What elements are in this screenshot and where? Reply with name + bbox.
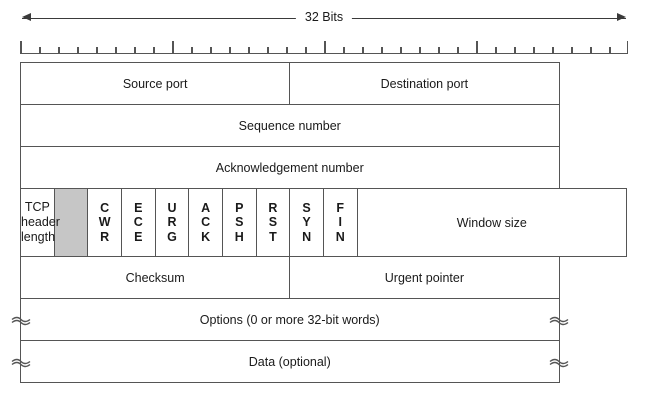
flag-ack-letter-3: K xyxy=(201,229,211,244)
ruler-tick xyxy=(172,41,174,54)
flag-fin: F I N xyxy=(322,188,358,257)
row-data: Data (optional) xyxy=(11,340,627,383)
arrow-head-right-icon xyxy=(617,13,626,21)
ruler-tick xyxy=(191,47,193,54)
row-acknowledgement-number: Acknowledgement number xyxy=(20,146,627,189)
field-checksum: Checksum xyxy=(19,256,291,299)
flag-psh-letter-1: P xyxy=(235,201,244,216)
bit-width-arrow: 32 Bits xyxy=(22,8,626,28)
ruler-tick xyxy=(571,47,573,54)
flag-rst-letter-3: T xyxy=(269,229,277,244)
flag-cwr-letter-3: R xyxy=(100,229,110,244)
ruler-tick xyxy=(476,41,478,54)
ruler-tick xyxy=(533,47,535,54)
field-destination-port: Destination port xyxy=(289,62,560,105)
field-data: Data (optional) xyxy=(11,340,568,383)
flag-ack: A C K xyxy=(188,188,223,257)
bit-ruler xyxy=(20,38,628,54)
flag-psh-letter-3: H xyxy=(234,229,244,244)
break-mark-right-icon xyxy=(549,358,568,367)
ruler-tick xyxy=(552,47,554,54)
flag-fin-letter-1: F xyxy=(336,201,345,216)
break-mark-left-icon xyxy=(11,316,31,325)
ruler-tick xyxy=(267,47,269,54)
ruler-tick xyxy=(229,47,231,54)
flag-cwr-letter-1: C xyxy=(100,201,110,216)
flag-syn-letter-2: Y xyxy=(302,215,311,230)
ruler-tick xyxy=(153,47,155,54)
field-reserved xyxy=(53,188,89,257)
arrow-head-left-icon xyxy=(22,13,31,21)
flag-ack-letter-1: A xyxy=(201,201,211,216)
field-tcp-header-length: TCP header length xyxy=(20,188,60,257)
ruler-tick xyxy=(400,47,402,54)
flag-urg-letter-2: R xyxy=(167,215,177,230)
flag-ack-letter-2: C xyxy=(201,215,211,230)
flag-urg-letter-1: U xyxy=(167,201,177,216)
ruler-tick xyxy=(77,47,79,54)
flag-rst-letter-1: R xyxy=(268,201,278,216)
ruler-tick xyxy=(495,47,497,54)
ruler-tick xyxy=(286,47,288,54)
ruler-tick xyxy=(305,47,307,54)
flag-rst: R S T xyxy=(255,188,291,257)
flag-syn-letter-1: S xyxy=(302,201,311,216)
ruler-tick xyxy=(609,47,611,54)
tcp-header-length-line-1: TCP xyxy=(24,199,50,214)
tcp-header-table: Source port Destination port Sequence nu… xyxy=(11,62,628,383)
flag-syn: S Y N xyxy=(289,188,324,257)
row-checksum: Checksum Urgent pointer xyxy=(19,256,627,299)
flag-syn-letter-3: N xyxy=(302,229,312,244)
ruler-tick xyxy=(324,41,326,54)
flag-ece: E C E xyxy=(120,188,156,257)
ruler-tick xyxy=(419,47,421,54)
ruler-tick xyxy=(626,41,628,54)
row-sequence-number: Sequence number xyxy=(20,104,627,147)
ruler-tick xyxy=(457,47,459,54)
ruler-tick xyxy=(590,47,592,54)
break-mark-right-icon xyxy=(549,316,568,325)
field-options: Options (0 or more 32-bit words) xyxy=(11,298,568,341)
ruler-tick xyxy=(248,47,250,54)
flag-fin-letter-3: N xyxy=(335,229,345,244)
break-mark-left-icon xyxy=(11,358,31,367)
flag-urg: U R G xyxy=(154,188,190,257)
field-options-label: Options (0 or more 32-bit words) xyxy=(199,312,380,327)
row-options: Options (0 or more 32-bit words) xyxy=(11,298,627,341)
flag-psh-letter-2: S xyxy=(235,215,244,230)
ruler-tick xyxy=(39,47,41,54)
field-sequence-number: Sequence number xyxy=(20,104,560,147)
ruler-tick xyxy=(381,47,383,54)
flag-fin-letter-2: I xyxy=(338,215,342,230)
bit-width-label: 32 Bits xyxy=(295,8,353,26)
ruler-tick xyxy=(514,47,516,54)
ruler-tick xyxy=(58,47,60,54)
flag-cwr: C W R xyxy=(87,188,122,257)
ruler-tick xyxy=(134,47,136,54)
flag-psh: P S H xyxy=(221,188,257,257)
field-window-size: Window size xyxy=(356,188,628,257)
flag-urg-letter-3: G xyxy=(167,229,177,244)
field-acknowledgement-number: Acknowledgement number xyxy=(20,146,560,189)
ruler-tick xyxy=(343,47,345,54)
flag-ece-letter-1: E xyxy=(134,201,143,216)
flag-cwr-letter-2: W xyxy=(98,215,111,230)
flag-ece-letter-3: E xyxy=(134,229,143,244)
tcp-header-length-line-2: header xyxy=(21,214,60,229)
flag-rst-letter-2: S xyxy=(268,215,278,230)
ruler-tick xyxy=(115,47,117,54)
ruler-tick xyxy=(362,47,364,54)
ruler-tick xyxy=(210,47,212,54)
ruler-tick xyxy=(96,47,98,54)
row-ports: Source port Destination port xyxy=(19,62,627,105)
tcp-header-length-line-3: length xyxy=(21,230,56,245)
row-flags: TCP header length C W R E C xyxy=(20,188,628,257)
flag-ece-letter-2: C xyxy=(133,215,143,230)
field-urgent-pointer: Urgent pointer xyxy=(289,256,560,299)
ruler-tick xyxy=(438,47,440,54)
field-source-port: Source port xyxy=(19,62,291,105)
field-data-label: Data (optional) xyxy=(248,354,331,369)
ruler-tick xyxy=(20,41,22,54)
